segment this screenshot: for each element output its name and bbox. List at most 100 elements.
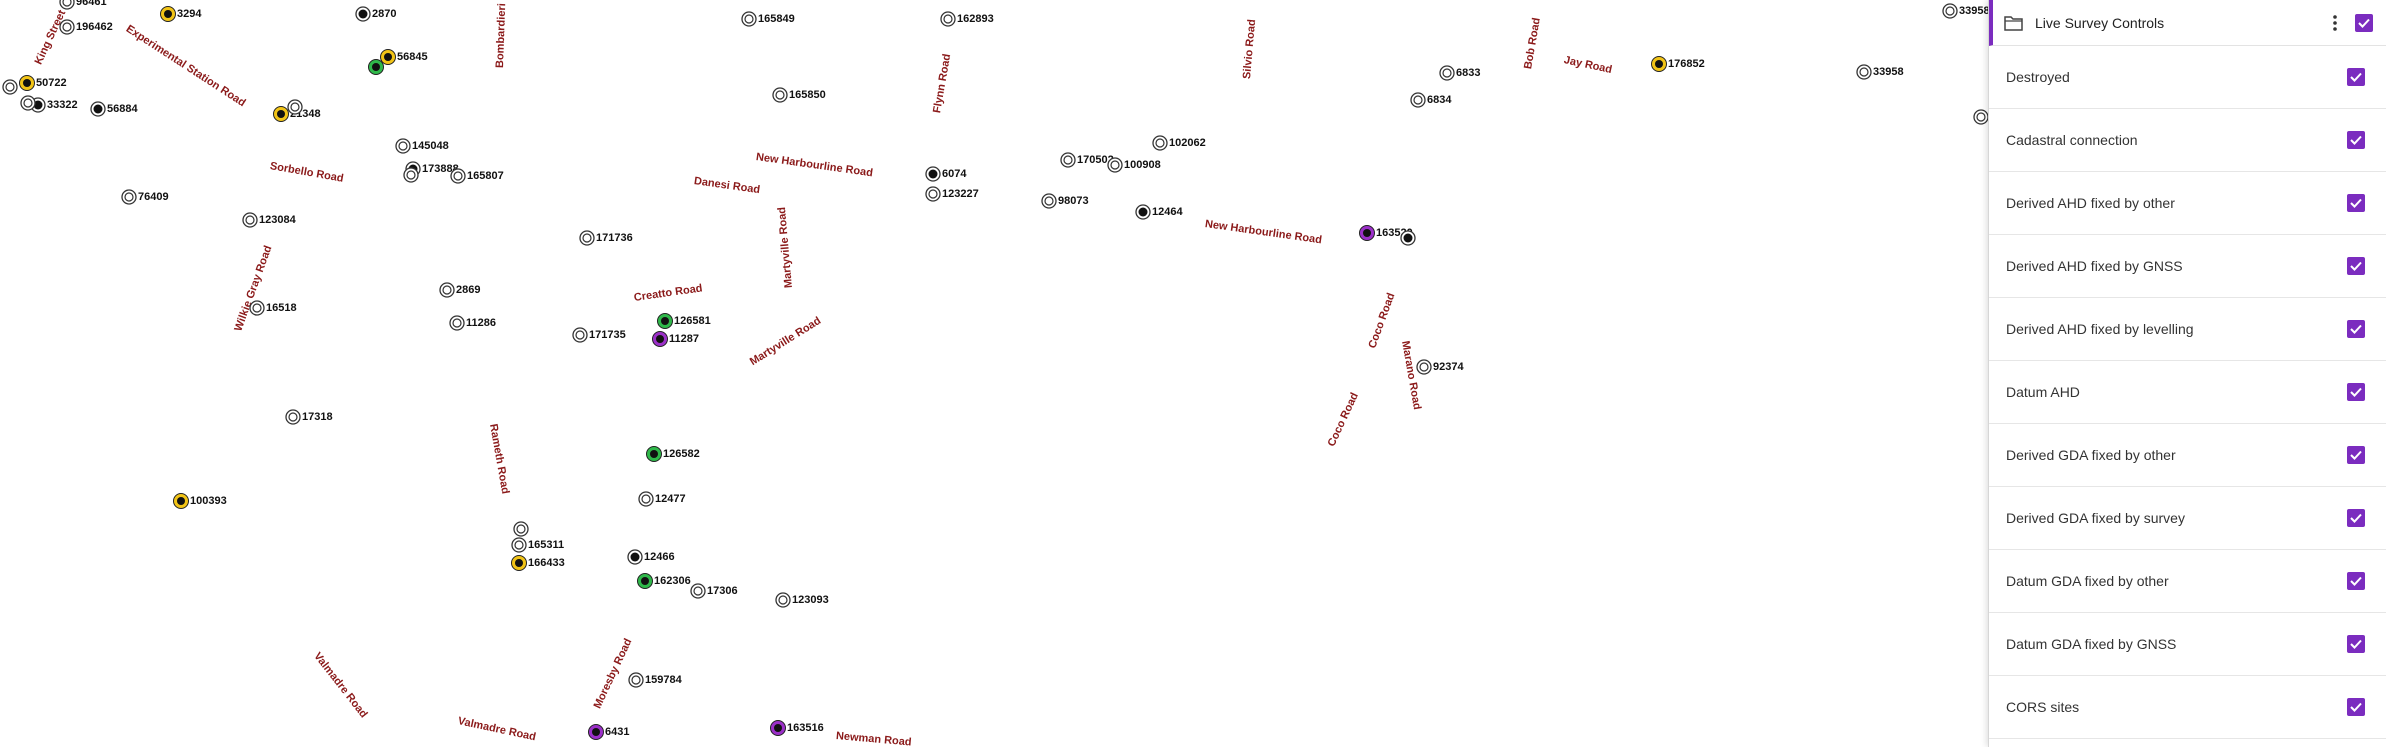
survey-mark-gold-icon[interactable] (272, 105, 290, 123)
survey-mark-gold-icon[interactable] (1650, 55, 1668, 73)
more-options-icon[interactable] (2323, 11, 2347, 35)
survey-mark-open-icon[interactable] (58, 18, 76, 36)
survey-mark-black-icon[interactable] (89, 100, 107, 118)
survey-mark-gold-icon[interactable] (379, 48, 397, 66)
layer-visibility-checkbox[interactable] (2347, 131, 2365, 149)
survey-mark-label: 50722 (36, 77, 67, 89)
survey-mark-label: 11287 (669, 333, 699, 345)
survey-mark-open-icon[interactable] (510, 536, 528, 554)
survey-mark-open-icon[interactable] (402, 166, 420, 184)
survey-mark-open-icon[interactable] (740, 10, 758, 28)
survey-mark-label: 92374 (1433, 361, 1464, 373)
survey-mark-open-icon[interactable] (771, 86, 789, 104)
survey-mark-open-icon[interactable] (449, 167, 467, 185)
survey-mark-gold-icon[interactable] (510, 554, 528, 572)
survey-mark-green-icon[interactable] (656, 312, 674, 330)
layer-row[interactable]: Datum AHD (1989, 361, 2386, 424)
layer-visibility-checkbox[interactable] (2347, 698, 2365, 716)
survey-mark-open-icon[interactable] (19, 94, 37, 112)
layer-row[interactable]: Derived GDA fixed by survey (1989, 487, 2386, 550)
layer-row[interactable]: Derived GDA fixed by other (1989, 424, 2386, 487)
survey-mark-open-icon[interactable] (284, 408, 302, 426)
layer-visibility-checkbox[interactable] (2347, 320, 2365, 338)
survey-mark-open-icon[interactable] (1151, 134, 1169, 152)
layer-row[interactable]: Derived AHD fixed by other (1989, 172, 2386, 235)
survey-mark-label: 33958 (1959, 5, 1988, 17)
survey-mark-open-icon[interactable] (627, 671, 645, 689)
master-visibility-checkbox[interactable] (2355, 13, 2373, 32)
survey-mark-open-icon[interactable] (1415, 358, 1433, 376)
survey-mark-open-icon[interactable] (571, 326, 589, 344)
survey-mark-green-icon[interactable] (636, 572, 654, 590)
survey-mark-open-icon[interactable] (1, 78, 19, 96)
survey-mark-open-icon[interactable] (438, 281, 456, 299)
survey-mark-purple-icon[interactable] (587, 723, 605, 741)
survey-mark-open-icon[interactable] (448, 314, 466, 332)
survey-mark-open-icon[interactable] (578, 229, 596, 247)
road-label: Bob Road (1522, 16, 1543, 71)
survey-mark-open-icon[interactable] (394, 137, 412, 155)
layer-row[interactable]: Derived AHD fixed by GNSS (1989, 235, 2386, 298)
layer-row[interactable]: Destroyed (1989, 46, 2386, 109)
survey-mark-open-icon[interactable] (637, 490, 655, 508)
survey-mark-label: 98073 (1058, 195, 1089, 207)
road-label: Danesi Road (693, 175, 761, 197)
panel-header: Live Survey Controls (1989, 0, 2386, 46)
layer-visibility-checkbox[interactable] (2347, 635, 2365, 653)
survey-mark-open-icon[interactable] (1438, 64, 1456, 82)
layer-visibility-checkbox[interactable] (2347, 68, 2365, 86)
survey-mark-open-icon[interactable] (1409, 91, 1427, 109)
survey-mark-open-icon[interactable] (1106, 156, 1124, 174)
layer-label: CORS sites (2006, 699, 2080, 715)
road-label: Wilkie Gray Road (232, 244, 275, 334)
panel-title: Live Survey Controls (2035, 14, 2165, 31)
layer-row[interactable]: Datum GDA fixed by GNSS (1989, 613, 2386, 676)
survey-mark-black-icon[interactable] (1399, 229, 1417, 247)
layer-visibility-checkbox[interactable] (2347, 509, 2365, 527)
survey-mark-gold-icon[interactable] (172, 492, 190, 510)
survey-mark-open-icon[interactable] (248, 299, 266, 317)
survey-mark-open-icon[interactable] (286, 98, 304, 116)
layer-visibility-checkbox[interactable] (2347, 194, 2365, 212)
survey-mark-open-icon[interactable] (1040, 192, 1058, 210)
survey-mark-black-icon[interactable] (924, 165, 942, 183)
survey-mark-gold-icon[interactable] (159, 5, 177, 23)
survey-mark-open-icon[interactable] (1059, 151, 1077, 169)
layer-label: Cadastral connection (2006, 132, 2138, 148)
survey-mark-label: 123227 (942, 188, 979, 200)
layer-row[interactable]: Datum GDA fixed by other (1989, 550, 2386, 613)
survey-mark-open-icon[interactable] (58, 0, 76, 11)
survey-mark-open-icon[interactable] (1972, 108, 1988, 126)
survey-mark-open-icon[interactable] (939, 10, 957, 28)
survey-mark-open-icon[interactable] (241, 211, 259, 229)
survey-mark-open-icon[interactable] (120, 188, 138, 206)
survey-mark-open-icon[interactable] (512, 520, 530, 538)
survey-mark-label: 162893 (957, 13, 994, 25)
survey-mark-gold-icon[interactable] (18, 74, 36, 92)
survey-mark-black-icon[interactable] (1134, 203, 1152, 221)
road-label: Martyville Road (747, 314, 824, 369)
survey-mark-green-icon[interactable] (367, 58, 385, 76)
survey-mark-open-icon[interactable] (924, 185, 942, 203)
survey-mark-open-icon[interactable] (1941, 2, 1959, 20)
layer-visibility-checkbox[interactable] (2347, 383, 2365, 401)
layer-visibility-checkbox[interactable] (2347, 446, 2365, 464)
layer-row[interactable]: CORS sites (1989, 676, 2386, 739)
layer-row[interactable]: Cadastral connection (1989, 109, 2386, 172)
survey-mark-purple-icon[interactable] (769, 719, 787, 737)
survey-mark-purple-icon[interactable] (1358, 224, 1376, 242)
layer-label: Datum GDA fixed by other (2006, 573, 2169, 589)
survey-mark-green-icon[interactable] (645, 445, 663, 463)
survey-mark-black-icon[interactable] (626, 548, 644, 566)
survey-mark-purple-icon[interactable] (651, 330, 669, 348)
survey-mark-open-icon[interactable] (1855, 63, 1873, 81)
survey-mark-black-icon[interactable] (354, 5, 372, 23)
survey-mark-open-icon[interactable] (689, 582, 707, 600)
survey-mark-open-icon[interactable] (774, 591, 792, 609)
survey-mark-label: 6833 (1456, 67, 1481, 79)
layer-row[interactable]: Derived AHD fixed by levelling (1989, 298, 2386, 361)
layer-visibility-checkbox[interactable] (2347, 257, 2365, 275)
layer-visibility-checkbox[interactable] (2347, 572, 2365, 590)
